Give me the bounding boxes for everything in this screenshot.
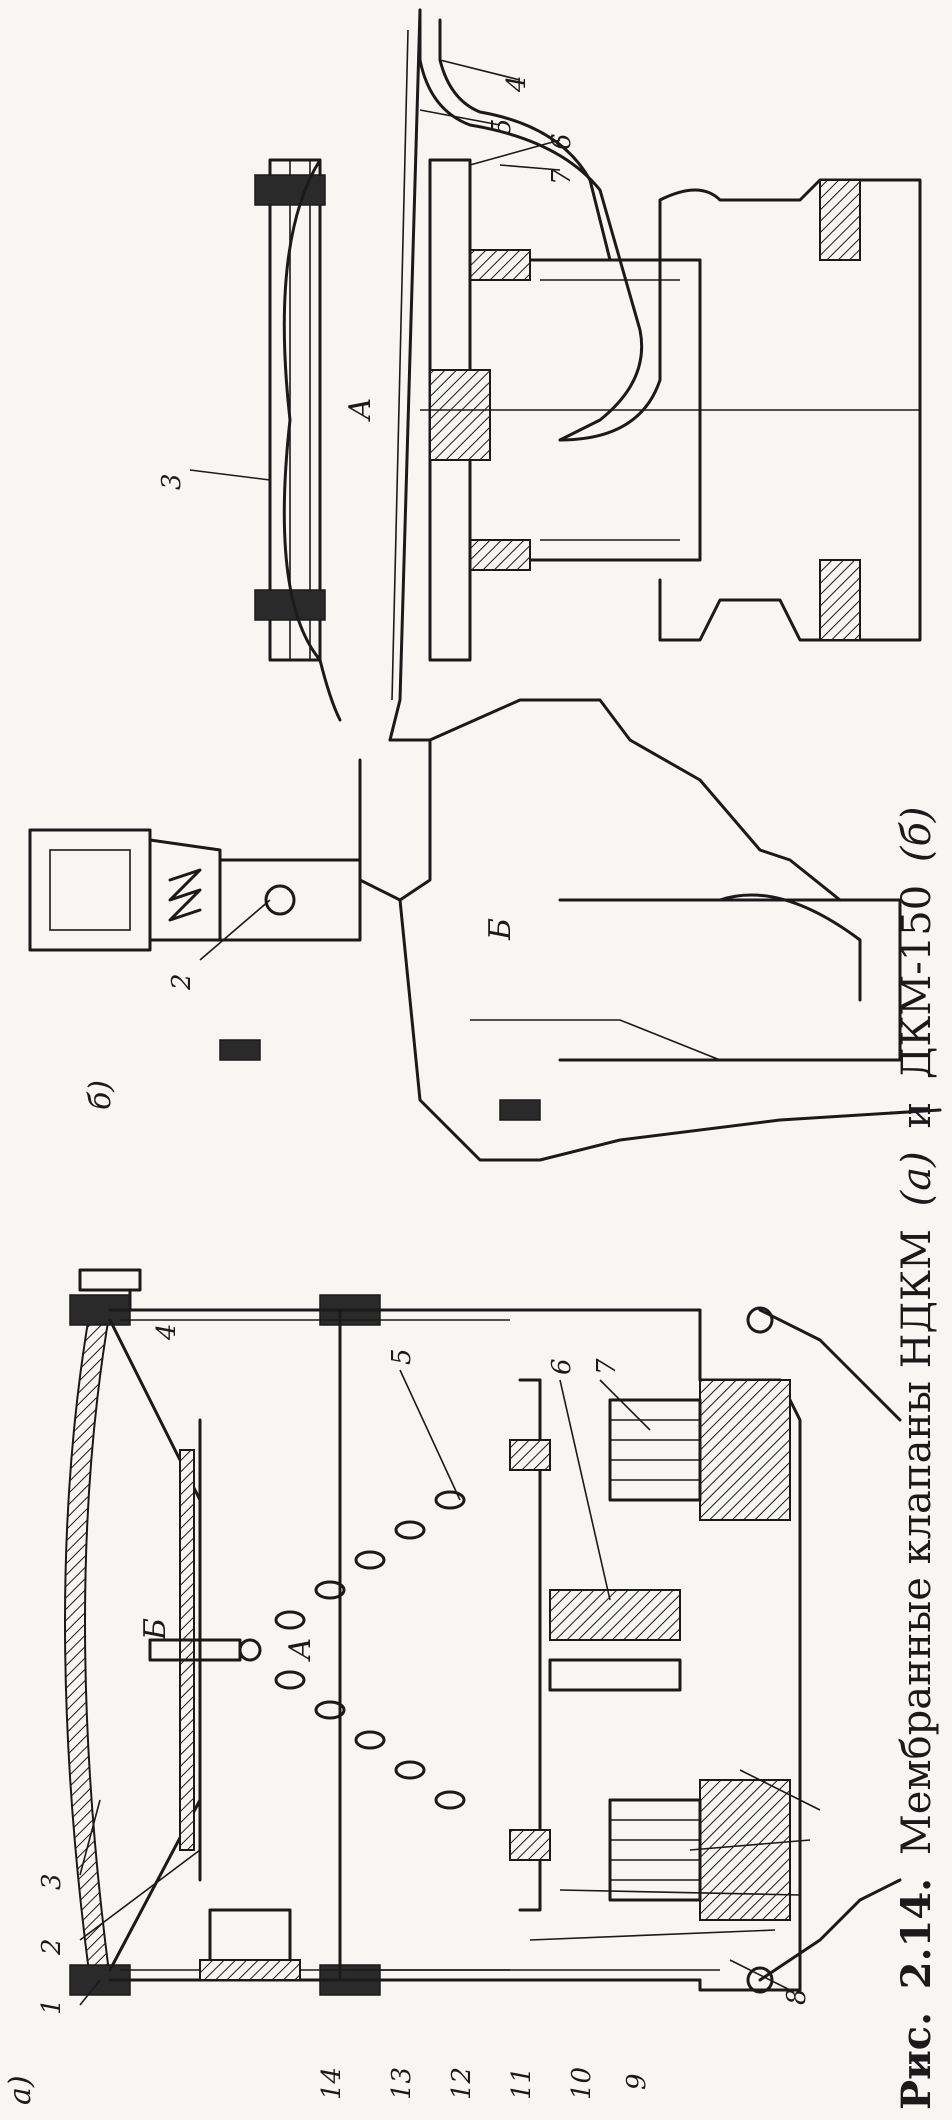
panel-b-flange-right [819, 179, 861, 261]
panel-b-label: б) [83, 1080, 118, 1110]
panel-b-actuator-top [28, 828, 152, 952]
panel-a-callout-13: 13 [387, 2067, 417, 2100]
panel-b-callout-5: 5 [487, 118, 517, 135]
panel-a-lug-top [758, 1308, 902, 1422]
panel-a-lower-body [518, 1308, 802, 1992]
panel-b-callout-6: 6 [547, 133, 577, 150]
panel-a-chamber-a: А [283, 1637, 318, 1662]
caption-label-b: (б) [894, 807, 940, 863]
caption-text2: ДКМ-150 [894, 885, 940, 1079]
panel-b-right-body [558, 178, 922, 642]
panel-b-inlet-body [358, 738, 432, 902]
panel-b-pipe [558, 898, 902, 1062]
panel-a-chain [274, 1490, 466, 1810]
panel-b-upper-cover [418, 8, 644, 442]
panel-a-callout-5: 5 [387, 1348, 417, 1365]
panel-a-dome [64, 1309, 112, 1981]
panel-a-pivot-2 [746, 1966, 774, 1994]
panel-b-pipe-right [718, 893, 862, 1002]
panel-a-callout-11: 11 [507, 2067, 537, 2100]
panel-b-bolt-1 [254, 174, 326, 206]
panel-b-seat-top [469, 249, 531, 281]
panel-b-bolt-2 [254, 589, 326, 621]
panel-b-stem-housing [218, 858, 362, 942]
panel-a-body-right [699, 1779, 791, 1921]
caption-prefix: Рис. [893, 2012, 940, 2110]
panel-a-disc [179, 1449, 195, 1851]
caption-label-a: (а) [894, 1151, 940, 1206]
panel-a-grate-1 [608, 1398, 702, 1502]
panel-a-lower-plate [518, 1378, 542, 1912]
panel-a-callout-3: 3 [37, 1873, 67, 1890]
panel-b-cone [398, 898, 942, 1162]
panel-b-flange-right-lower [819, 559, 861, 641]
panel-b-seat-bottom [469, 539, 531, 571]
panel-a-callout-2: 2 [37, 1938, 67, 1956]
panel-b-bolt-3 [219, 1039, 261, 1061]
panel-a-callout-6: 6 [547, 1358, 577, 1375]
panel-a-lug-bottom [758, 1878, 902, 1982]
panel-b-callout-3: 3 [157, 473, 187, 490]
panel-b-actuator-body [148, 838, 222, 942]
panel-b-chamber-b: Б [483, 918, 518, 941]
panel-a-drawing [64, 1268, 902, 1996]
panel-a-callout-14: 14 [317, 2067, 347, 2100]
svg-text:Рис. 2.14. Мембран: Рис. 2.14. Мембранные клапаны НДКМ (а) и… [893, 807, 940, 2110]
panel-b-ball [264, 884, 296, 916]
panel-a-callout-4: 4 [152, 1323, 182, 1341]
panel-a-plate-block-2 [509, 1829, 551, 1861]
caption-conj: и [894, 1102, 940, 1129]
panel-b-drawing [28, 8, 942, 1162]
panel-b-top-flange [268, 158, 322, 662]
panel-b-dome [282, 158, 342, 722]
panel-a-central-tube-2 [548, 1658, 682, 1692]
panel-b-spring [168, 868, 202, 922]
panel-b-bolt-4 [499, 1099, 541, 1121]
panel-a-body-left [699, 1379, 791, 1521]
panel-b-lower-housing [428, 698, 842, 902]
panel-a-side-window-frame [199, 1959, 301, 1981]
panel-a-stem [148, 1638, 242, 1662]
panel-b-callout-7: 7 [547, 168, 577, 185]
panel-b-callout-2: 2 [167, 973, 197, 991]
panel-a-housing [108, 1308, 522, 1982]
panel-b-upper-cover-inner [438, 18, 612, 262]
panel-b-valve-plate [428, 158, 472, 662]
panel-b-leaders [189, 59, 561, 961]
panel-a-label: а) [3, 2075, 38, 2105]
panel-b-callout-4: 4 [502, 75, 532, 93]
panel-a-callout-8: 8 [782, 1988, 812, 2005]
panel-b-membrane [388, 8, 422, 742]
panel-b-valve-hub [429, 369, 491, 461]
panel-a-callout-9: 9 [622, 2073, 652, 2090]
panel-b-chamber-a: А [343, 397, 378, 422]
panel-b-callouts: 4 5 6 7 3 2 А Б б) [83, 75, 577, 1110]
panel-a-leaders [79, 1369, 821, 2006]
caption-text: Мембранные клапаны НДКМ [894, 1229, 940, 1855]
panel-a-callout-7: 7 [592, 1358, 622, 1375]
panel-a-plate-block [509, 1439, 551, 1471]
panel-a-callout-10: 10 [567, 2067, 597, 2100]
panel-a-pivot-1 [746, 1306, 774, 1334]
panel-a-callouts: 1 2 3 4 5 6 7 8 9 10 11 12 13 14 Б А а) [3, 1323, 812, 2105]
panel-a-eye [238, 1638, 262, 1662]
panel-a-central-tube [549, 1589, 681, 1641]
panel-a-chamber-b: Б [138, 1618, 173, 1641]
panel-a-grate-2 [608, 1798, 702, 1902]
panel-a-callout-1: 1 [37, 1998, 67, 2015]
panel-a-callout-12: 12 [447, 2067, 477, 2100]
caption-number: 2.14. [893, 1878, 940, 1989]
figure-caption: Рис. 2.14. Мембранные клапаны НДКМ (а) и… [893, 807, 940, 2110]
panel-a-pipe-4 [78, 1268, 142, 1292]
